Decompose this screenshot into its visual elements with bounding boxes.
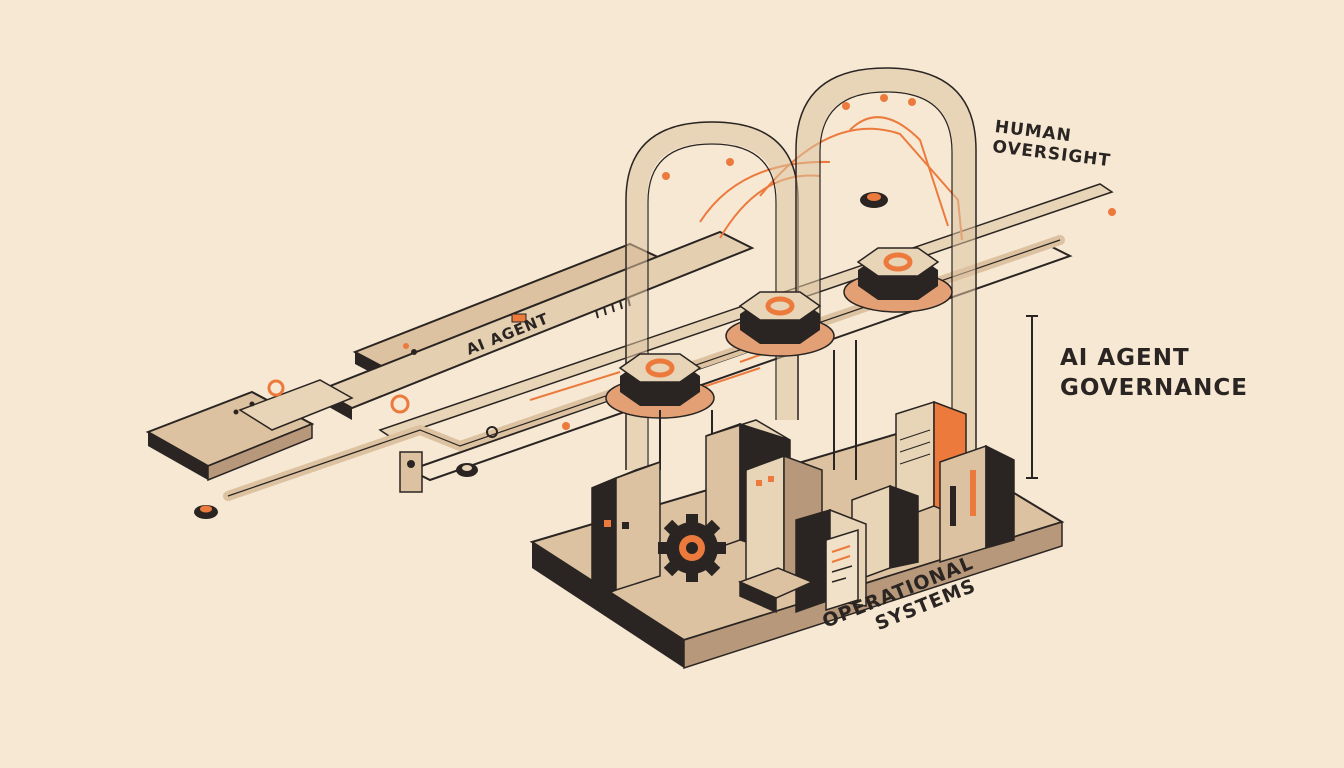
governance-bracket — [1026, 315, 1038, 479]
human-oversight-arches — [625, 67, 977, 470]
label-line: GOVERNANCE — [1060, 374, 1248, 401]
governance-nodes — [605, 247, 953, 419]
building — [738, 567, 814, 614]
hexagon-node-icon — [843, 247, 953, 313]
operational-systems — [529, 340, 1065, 670]
governance-label: AI AGENT GOVERNANCE — [1060, 344, 1248, 404]
building — [591, 460, 661, 602]
document-icon — [825, 528, 859, 612]
hexagon-node-icon — [725, 291, 835, 357]
building — [939, 444, 1015, 564]
hexagon-node-icon — [605, 353, 715, 419]
gear-icon — [658, 514, 726, 582]
label-line: AI AGENT — [1060, 345, 1190, 371]
